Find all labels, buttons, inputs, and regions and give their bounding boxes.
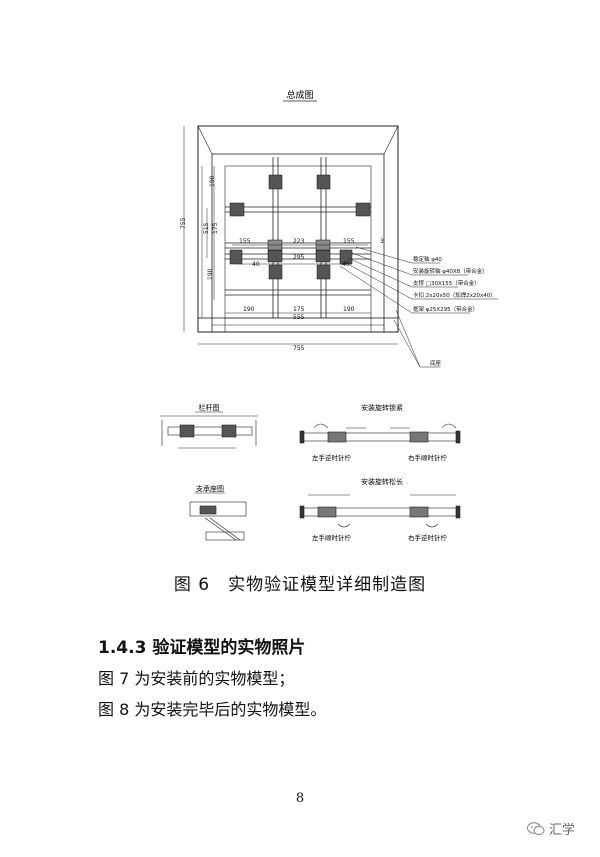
callout-rotation-axis: 安装旋转轴 φ40X8（带合金） — [413, 267, 488, 275]
tighten-title: 安装旋转锁紧 — [361, 403, 403, 412]
dim-175-h: 175 — [293, 306, 305, 313]
dim-755-h: 755 — [293, 345, 305, 352]
label-right-cw: 右手顺时针拧 — [408, 453, 448, 462]
frame-outline — [197, 125, 399, 333]
watermark: 汇学 — [527, 819, 575, 838]
callout-stabilizer: 稳定轴 φ40 — [413, 255, 442, 263]
wechat-logo-icon — [527, 821, 545, 835]
callout-base: 底座 — [430, 359, 442, 367]
body-line-1: 图 7 为安装前的实物模型； — [98, 669, 295, 688]
label-left-ccw: 左手逆时针拧 — [312, 453, 352, 462]
base-view-sketch — [189, 501, 247, 541]
figure-caption: 图 6 实物验证模型详细制造图 — [173, 575, 427, 595]
tighten-sketch — [299, 423, 461, 444]
dim-755-v: 755 — [180, 217, 187, 229]
dim-223: 223 — [293, 238, 305, 245]
dim-190-h-left: 190 — [243, 306, 255, 313]
watermark-text: 汇学 — [549, 823, 576, 838]
drawing-title: 总成图 — [286, 89, 313, 101]
label-right-ccw: 右手逆时针拧 — [408, 533, 448, 542]
dim-190-h-right: 190 — [343, 306, 355, 313]
callout-clamp: 卡扣 2x20x50（加焊2x20x40） — [413, 291, 496, 299]
dim-190-upper: 190 — [209, 175, 216, 187]
cross-rails — [225, 157, 371, 318]
body-line-2: 图 8 为安装完毕后的实物模型。 — [98, 700, 327, 719]
page-number: 8 — [295, 791, 305, 806]
dim-555: 555 — [293, 314, 305, 321]
rod-view-title: 栏杆图 — [199, 403, 220, 412]
loosen-sketch — [299, 494, 461, 528]
dim-515: 515 — [203, 222, 210, 234]
label-left-cw: 左手顺时针拧 — [312, 533, 352, 542]
section-heading: 1.4.3 验证模型的实物照片 — [98, 638, 306, 658]
assembly-drawing: 总成图 — [160, 89, 498, 542]
callout-support: 支撑 □30X155（带合金） — [413, 279, 480, 287]
dim-3: 3 — [380, 238, 384, 245]
dim-295: 295 — [293, 254, 305, 261]
dim-175-v: 175 — [212, 222, 219, 234]
dim-40-right: 40 — [342, 261, 350, 268]
dim-190-lower: 190 — [207, 268, 214, 280]
dim-40-left: 40 — [252, 261, 260, 268]
loosen-title: 安装旋转松长 — [361, 477, 403, 486]
callout-frame: 框架 φ25X295（带合金） — [413, 305, 478, 313]
dim-155-left: 155 — [239, 238, 251, 245]
base-view-title: 支承座图 — [196, 484, 224, 493]
dim-155-right: 155 — [343, 238, 355, 245]
rod-view-sketch — [160, 415, 258, 449]
